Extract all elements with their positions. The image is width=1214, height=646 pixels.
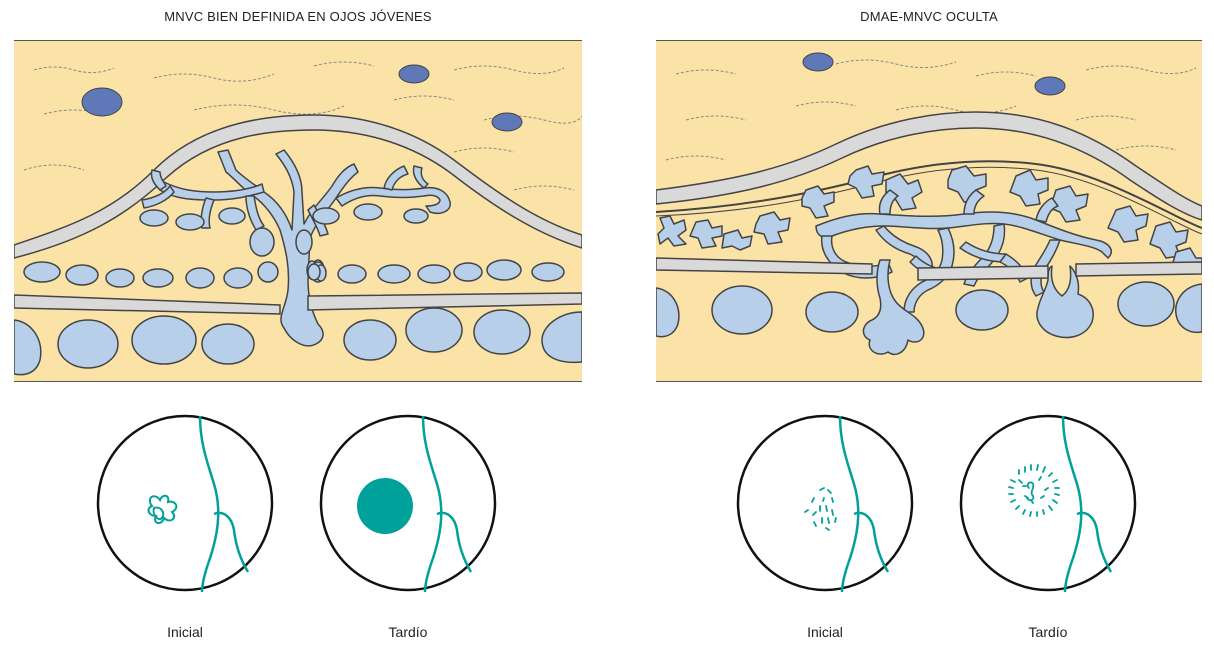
left-cross-section bbox=[14, 40, 582, 382]
right-panel-title: DMAE-MNVC OCULTA bbox=[656, 9, 1202, 24]
bruch-membrane-right bbox=[1076, 262, 1202, 276]
fundus-left-late bbox=[319, 414, 497, 592]
right-cross-section bbox=[656, 40, 1202, 382]
hyperfluorescent-leakage bbox=[357, 478, 413, 534]
fundus-left-early bbox=[96, 414, 274, 592]
retinal-cell bbox=[492, 113, 522, 131]
retinal-cell bbox=[82, 88, 122, 116]
caption-right-late: Tardío bbox=[988, 624, 1108, 640]
bruch-membrane-middle bbox=[918, 266, 1048, 280]
retinal-cell bbox=[803, 53, 833, 71]
retinal-cell bbox=[1035, 77, 1065, 95]
fundus-right-early bbox=[736, 414, 914, 592]
left-panel-title: MNVC BIEN DEFINIDA EN OJOS JÓVENES bbox=[14, 9, 582, 24]
caption-right-early: Inicial bbox=[765, 624, 885, 640]
caption-left-early: Inicial bbox=[125, 624, 245, 640]
retinal-cell bbox=[399, 65, 429, 83]
caption-left-late: Tardío bbox=[348, 624, 468, 640]
fundus-right-late bbox=[959, 414, 1137, 592]
